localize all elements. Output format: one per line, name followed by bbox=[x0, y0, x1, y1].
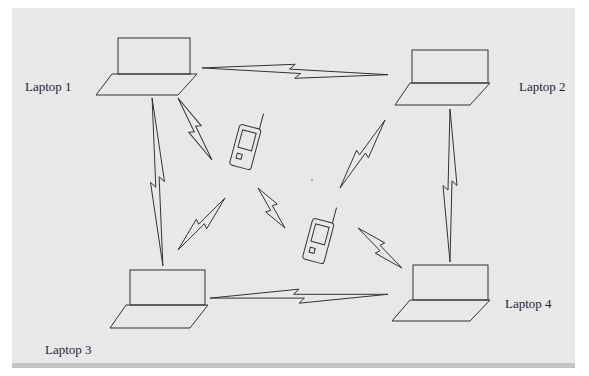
device-label: Laptop 2 bbox=[519, 79, 566, 94]
laptop-node: Laptop 4 bbox=[388, 262, 573, 322]
wireless-bolt bbox=[172, 95, 218, 164]
phone-icon bbox=[229, 108, 265, 170]
laptop-base bbox=[392, 300, 490, 321]
laptop-node: Laptop 1 bbox=[20, 35, 202, 98]
laptop-base bbox=[395, 83, 490, 105]
laptop-screen bbox=[130, 270, 205, 305]
wireless-link bbox=[151, 98, 165, 266]
device-label: Laptop 4 bbox=[505, 296, 552, 311]
laptop-base bbox=[110, 305, 208, 328]
device-label: Laptop 1 bbox=[25, 79, 72, 94]
background-panel bbox=[12, 8, 575, 368]
laptop-node: Laptop 3 bbox=[40, 266, 210, 357]
wireless-bolt bbox=[173, 193, 230, 254]
laptop-icon bbox=[388, 262, 573, 322]
label-holder: Laptop 1 bbox=[25, 77, 72, 95]
laptop-node: Laptop 2 bbox=[388, 47, 576, 109]
laptop-screen bbox=[413, 265, 488, 300]
label-holder: Laptop 2 bbox=[519, 77, 566, 95]
wireless-link bbox=[210, 289, 388, 303]
wireless-link bbox=[443, 109, 457, 262]
wireless-link bbox=[202, 64, 388, 78]
phone-icon bbox=[302, 202, 338, 264]
label-holder: Laptop 3 bbox=[45, 340, 92, 358]
laptop-screen bbox=[412, 50, 488, 83]
laptop-screen bbox=[118, 38, 190, 74]
laptop-icon bbox=[388, 47, 576, 109]
dot bbox=[311, 179, 313, 181]
wireless-bolt bbox=[334, 116, 391, 192]
wireless-bolt bbox=[151, 98, 165, 266]
wireless-bolt bbox=[210, 289, 388, 303]
wireless-bolt bbox=[202, 64, 388, 78]
wireless-bolt bbox=[252, 184, 291, 232]
laptop-base bbox=[96, 74, 197, 95]
wireless-bolt bbox=[353, 223, 406, 273]
label-holder: Laptop 4 bbox=[505, 294, 552, 312]
device-label: Laptop 3 bbox=[45, 342, 92, 357]
wireless-bolt bbox=[443, 109, 457, 262]
